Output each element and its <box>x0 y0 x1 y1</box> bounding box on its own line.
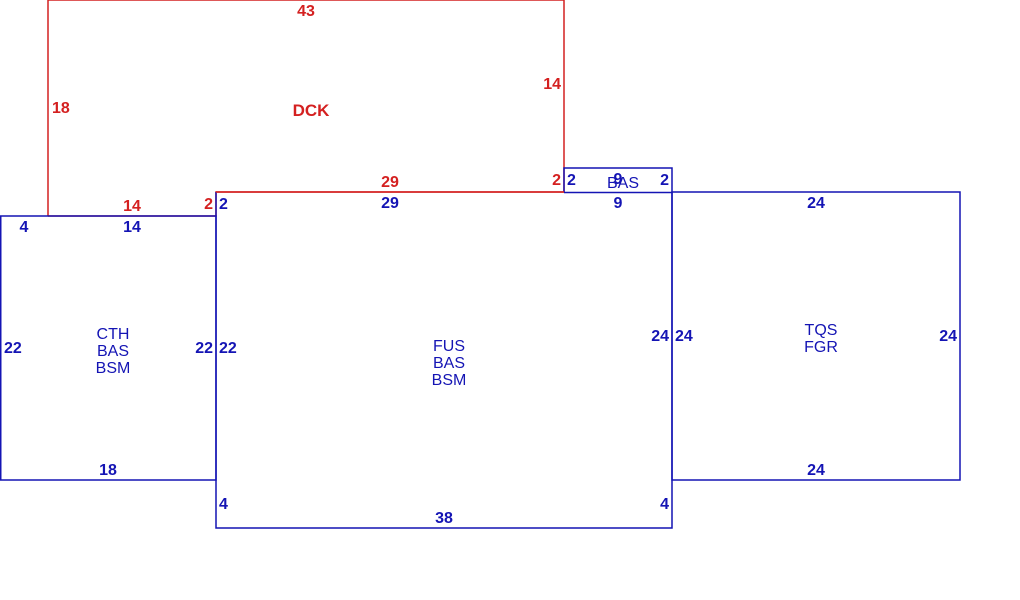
tqs-label-1: TQS <box>805 322 838 339</box>
dck-dim-bottom-left-b: 2 <box>204 196 213 213</box>
tqs-dim-top: 24 <box>807 195 825 212</box>
tqs-label-2: FGR <box>804 339 838 356</box>
fus-label-2: BAS <box>433 355 465 372</box>
cth-dim-top-left: 4 <box>20 219 29 236</box>
fus-dim-top-left: 2 <box>219 196 228 213</box>
tqs-dim-right: 24 <box>939 328 957 345</box>
cth-label-3: BSM <box>96 360 131 377</box>
cth-dim-right: 22 <box>195 340 213 357</box>
area-fus: 2 29 22 24 4 38 4 FUS BAS BSM <box>215 192 673 529</box>
cth-label-2: BAS <box>97 343 129 360</box>
cth-dim-bottom: 18 <box>99 462 117 479</box>
dck-dim-bottom-left-a: 14 <box>123 198 141 215</box>
area-bas-small: 2 9 2 9 BAS <box>563 167 673 212</box>
dck-dim-right: 14 <box>543 76 561 93</box>
dck-dim-bottom-right: 2 <box>552 172 561 189</box>
fus-dim-bottom: 38 <box>435 510 453 527</box>
area-tqs: 24 24 24 24 TQS FGR <box>671 191 961 481</box>
tqs-outline <box>671 191 961 481</box>
area-dck: 43 18 14 29 2 14 2 DCK <box>47 0 565 217</box>
dck-label: DCK <box>293 101 331 120</box>
bas-small-dim-bottom: 9 <box>614 195 623 212</box>
fus-dim-right: 24 <box>651 328 669 345</box>
bas-small-dim-top: 9 <box>614 171 623 188</box>
fus-dim-top: 29 <box>381 195 399 212</box>
cth-dim-top: 14 <box>123 219 141 236</box>
bas-small-dim-left: 2 <box>567 172 576 189</box>
bas-small-dim-right: 2 <box>660 172 669 189</box>
area-cth: 4 14 22 22 18 CTH BAS BSM <box>0 215 217 481</box>
fus-dim-bottom-right: 4 <box>660 496 669 513</box>
dck-dim-bottom-mid: 29 <box>381 174 399 191</box>
tqs-dim-bottom: 24 <box>807 462 825 479</box>
tqs-dim-left: 24 <box>675 328 693 345</box>
fus-dim-bottom-left: 4 <box>219 496 228 513</box>
dck-dim-left: 18 <box>52 100 70 117</box>
fus-label-3: BSM <box>432 372 467 389</box>
dck-dim-top: 43 <box>297 3 315 20</box>
fus-dim-left: 22 <box>219 340 237 357</box>
bas-small-label: BAS <box>607 175 639 192</box>
bas-small-outline <box>563 167 673 192</box>
cth-label-1: CTH <box>97 326 130 343</box>
cth-dim-left: 22 <box>4 340 22 357</box>
fus-label-1: FUS <box>433 338 465 355</box>
